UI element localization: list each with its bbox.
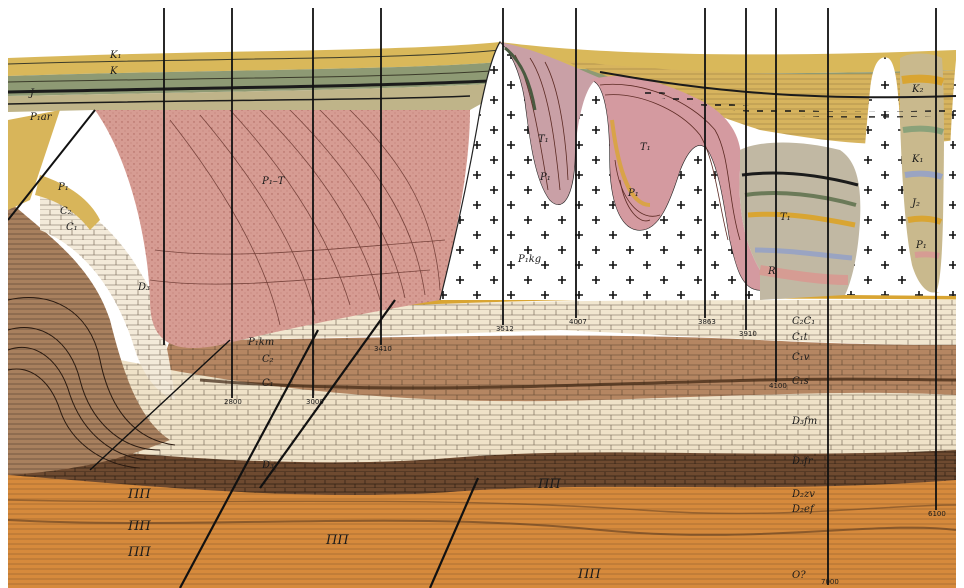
label-d2zv: D₂zv — [791, 489, 815, 500]
label-t3: T₁ — [780, 212, 791, 223]
label-pp-3: ПП — [127, 545, 151, 560]
label-r: R — [767, 266, 776, 277]
label-p1-b: P₁ — [627, 188, 639, 199]
label-left-d: D₃ — [137, 282, 150, 293]
label-pp-6: ПП — [577, 567, 601, 582]
label-k1: K₁ — [109, 50, 121, 61]
depth-well-5: 3512 — [496, 325, 514, 333]
label-left-c: C₂ — [60, 206, 72, 217]
label-p1t: P₁–T — [261, 176, 286, 187]
label-c2: C₂ — [262, 354, 274, 365]
label-t2: T₁ — [640, 142, 651, 153]
depth-well-2: 2800 — [224, 398, 242, 406]
label-k-right2: K₁ — [911, 154, 923, 165]
label-p1: P₁ — [539, 172, 551, 183]
label-p1ar: P₁ar — [29, 112, 53, 123]
depth-well-3: 3000 — [306, 398, 324, 406]
label-left-p1: P₁ — [57, 182, 69, 193]
label-p1km: P₁km — [247, 337, 274, 348]
depth-well-7: 3863 — [698, 318, 716, 326]
depth-well-8: 3910 — [739, 330, 757, 338]
label-left-c1: C₁ — [66, 222, 78, 233]
label-c1v: C₁v — [792, 352, 810, 363]
label-pp-4: ПП — [325, 533, 349, 548]
label-c1s: C₁s — [792, 376, 809, 387]
label-c1t: C₁t — [792, 332, 809, 343]
label-c2c1: C₂C₁ — [792, 316, 815, 327]
depth-well-4: 3410 — [374, 345, 392, 353]
depth-well-9: 4100 — [769, 382, 787, 390]
label-j: J — [28, 88, 35, 99]
label-d2ef: D₂ef — [791, 504, 816, 515]
label-o: O? — [792, 570, 806, 581]
label-p1kg: P₁kg — [517, 254, 541, 265]
label-d3fm: D₃fm — [791, 416, 817, 427]
depth-well-11: 6100 — [928, 510, 946, 518]
depth-well-6: 4007 — [569, 318, 587, 326]
label-pp-2: ПП — [127, 519, 151, 534]
label-p1-right: P₁ — [915, 240, 927, 251]
label-k-right: K₂ — [911, 84, 923, 95]
label-c1: C₁ — [262, 378, 274, 389]
label-d3: D₃ — [261, 460, 274, 471]
label-pp-1: ПП — [127, 487, 151, 502]
label-k: K — [109, 66, 118, 77]
label-pp-5: ПП — [537, 477, 561, 492]
depth-well-10: 7000 — [821, 578, 839, 586]
label-t1: T₁ — [538, 134, 549, 145]
label-d3fr: D₃fr — [791, 456, 814, 467]
label-j-right: J₂ — [910, 198, 920, 209]
